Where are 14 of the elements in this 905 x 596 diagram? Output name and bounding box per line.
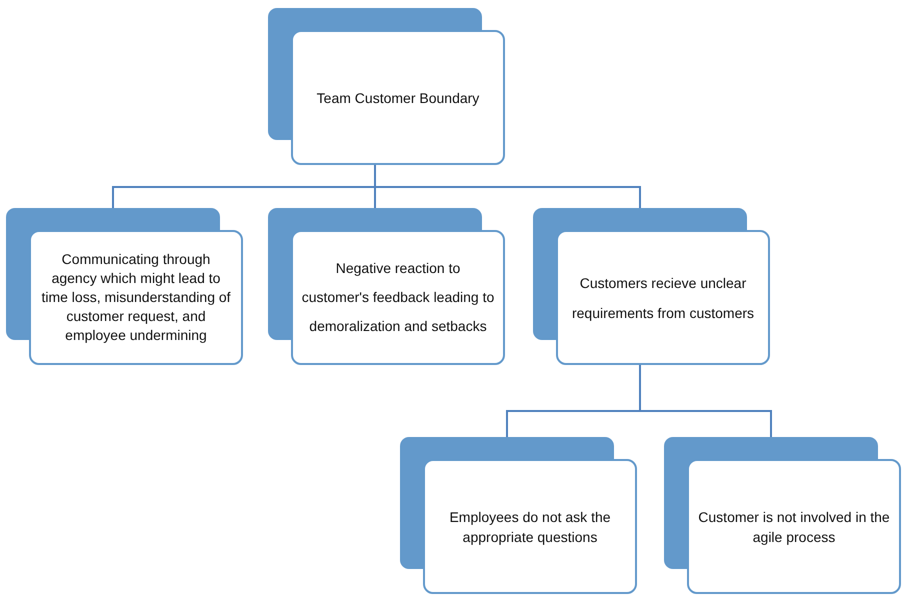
box-text: Employees do not ask the appropriate questions bbox=[448, 508, 612, 546]
stacked-box bbox=[6, 208, 243, 367]
stacked-box bbox=[268, 8, 505, 167]
box-text: Customer is not involved in the agile process bbox=[697, 508, 891, 546]
connector-line bbox=[374, 165, 641, 208]
box-text: Team Customer Boundary bbox=[316, 88, 480, 108]
box-text: Communicating through agency which might lead to time loss, misunderstanding of customer request, and employee undermining bbox=[40, 250, 232, 345]
stacked-box bbox=[533, 208, 770, 367]
connector-line bbox=[639, 365, 772, 437]
stacked-box bbox=[268, 208, 505, 367]
stacked-box bbox=[400, 437, 637, 596]
stacked-box bbox=[664, 437, 901, 596]
box-text: Negative reaction to customer's feedback leading to demoralization and setbacks bbox=[301, 259, 495, 336]
box-text: Customers recieve unclear requirements from customers bbox=[570, 274, 756, 323]
